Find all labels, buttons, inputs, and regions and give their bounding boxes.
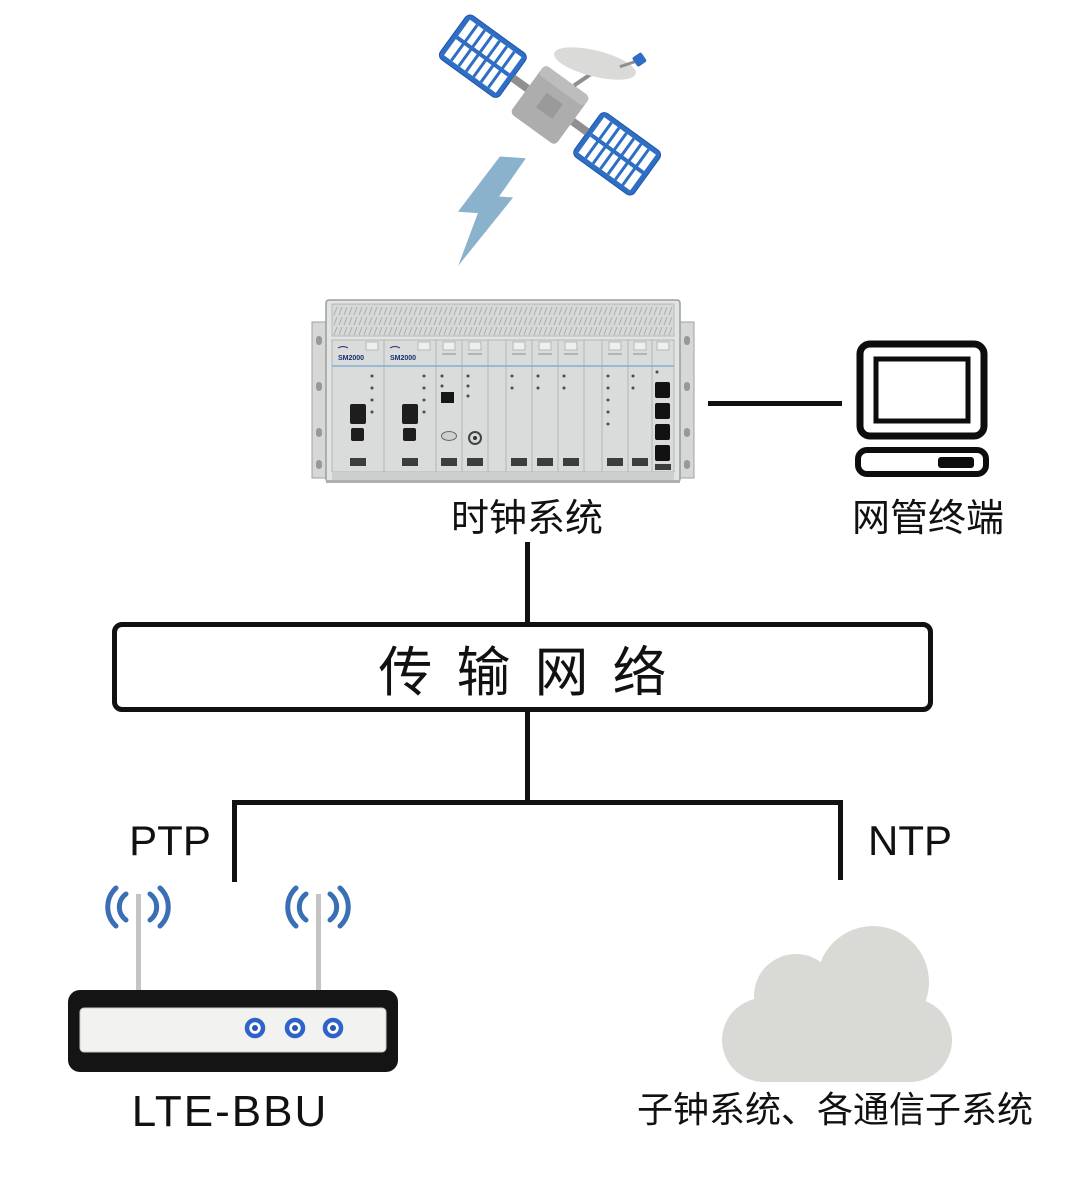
rack-card-ethernet (440, 341, 457, 466)
lte-bbu-label: LTE-BBU (131, 1087, 329, 1136)
bbu-front-panel (79, 1007, 387, 1053)
branch-horizontal-line (232, 800, 843, 805)
satellite-icon (438, 14, 662, 196)
ptp-label: PTP (129, 817, 211, 864)
lightning-bolt-icon (457, 156, 526, 266)
wifi-signal-arcs-icon (105, 885, 351, 929)
link-network-to-branch (525, 712, 530, 804)
rack-card-separators (383, 340, 653, 472)
solar-panel-right (573, 112, 662, 196)
keyboard-base-icon (855, 447, 989, 477)
link-clock-to-network (525, 542, 530, 622)
rack-card-plain (510, 341, 648, 466)
branch-right-vertical-line (838, 800, 843, 880)
satellite-dish (554, 47, 647, 88)
monitor-icon (856, 340, 988, 440)
rack-model-label: SM2000 (338, 355, 364, 362)
antenna-right (316, 894, 321, 992)
satellite-boom-right (570, 118, 590, 136)
nms-terminal-computer-icon (855, 340, 989, 477)
branch-left-vertical-line (232, 800, 237, 882)
rack-model-label: SM2000 (390, 355, 416, 362)
link-rack-to-terminal (708, 401, 842, 406)
rack-vent-grille (331, 303, 675, 337)
rack-mounting-ears (311, 321, 695, 479)
rack-shadow (326, 480, 680, 483)
rack-card-optical-ports (655, 341, 671, 470)
satellite-body (511, 66, 589, 144)
lte-bbu-device-icon (68, 885, 398, 1072)
satellite-boom-left (510, 74, 530, 92)
ntp-label: NTP (868, 817, 952, 864)
bbu-status-leds (244, 1017, 344, 1039)
cloud-icon (722, 926, 952, 1082)
rack-card-sm2000-1: SM2000 (337, 341, 379, 466)
nms-terminal-label: 网管终端 (851, 498, 1004, 540)
subsystems-label: 子钟系统、各通信子系统 (636, 1089, 1033, 1130)
rack-card-cage (331, 339, 675, 473)
transport-network-box: 传输网络 (112, 622, 933, 712)
clock-system-label: 时钟系统 (450, 498, 603, 540)
antenna-left (136, 894, 141, 992)
rack-card-sm2000-2: SM2000 (389, 341, 431, 466)
rack-bottom-rail (332, 472, 674, 480)
transport-network-label: 传输网络 (378, 642, 691, 703)
clock-system-rack-icon: SM2000 SM2000 (311, 299, 695, 483)
rack-card-bnc (466, 341, 483, 466)
solar-panel-left (438, 14, 527, 98)
